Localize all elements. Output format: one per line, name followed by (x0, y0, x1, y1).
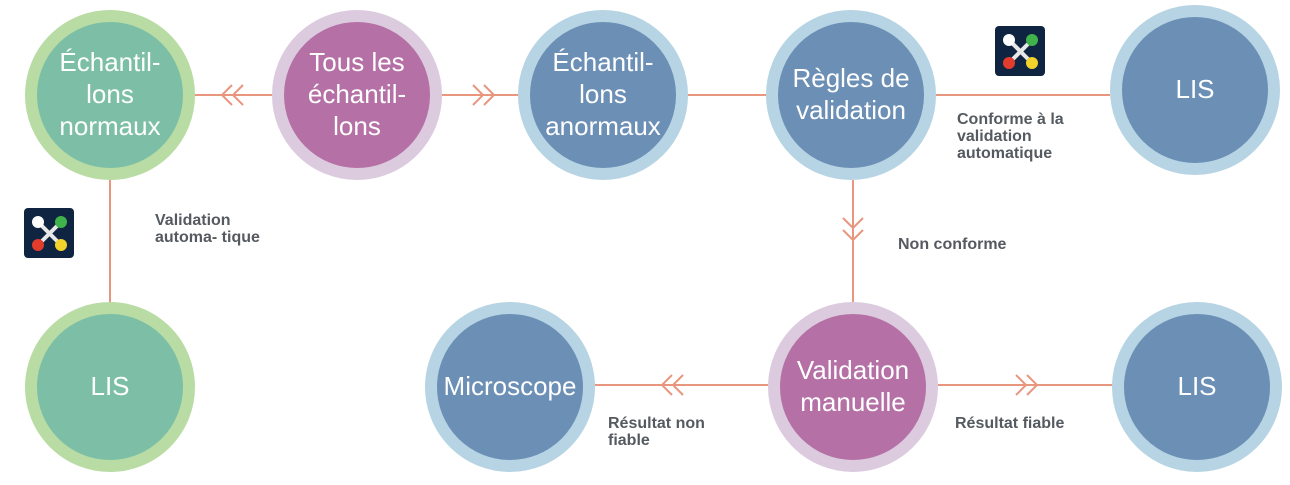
chevron-right-icon (1015, 374, 1028, 396)
label-reliable-result: Résultat fiable (955, 415, 1065, 432)
chevron-left-icon (231, 84, 244, 106)
node-label: Microscope (443, 371, 577, 402)
chevron-left-icon (660, 374, 673, 396)
chevron-down-icon (842, 217, 864, 230)
node-label: Tous les échantil- lons (307, 47, 407, 141)
chevron-left-icon (220, 84, 233, 106)
node-label: Validation manuelle (796, 355, 910, 417)
node-normal-samples: Échantil- lons normaux (25, 10, 195, 180)
node-label: LIS (1177, 371, 1217, 402)
node-microscope: Microscope (425, 302, 595, 472)
chevron-right-icon (472, 84, 485, 106)
node-validation-rules: Règles de validation (766, 10, 936, 180)
node-lis-left: LIS (25, 302, 195, 472)
label-unreliable-result: Résultat non fiable (608, 415, 705, 449)
node-label: Règles de validation (792, 63, 910, 125)
chevron-right-icon (483, 84, 496, 106)
chevron-right-icon (1026, 374, 1039, 396)
node-label: Échantil- lons anormaux (545, 47, 661, 141)
node-lis-top: LIS (1110, 5, 1280, 175)
chevron-down-icon (842, 229, 864, 242)
node-manual-validation: Validation manuelle (768, 302, 938, 472)
node-label: LIS (90, 371, 130, 402)
node-lis-bottom: LIS (1112, 302, 1282, 472)
node-abnormal-samples: Échantil- lons anormaux (518, 10, 688, 180)
label-auto-validation-compliant: Conforme à la validation automatique (957, 111, 1064, 162)
label-non-compliant: Non conforme (898, 236, 1007, 253)
node-label: Échantil- lons normaux (59, 47, 161, 141)
chevron-left-icon (671, 374, 684, 396)
node-label: LIS (1175, 74, 1215, 105)
autovalidation-software-logo-icon (24, 208, 74, 258)
autovalidation-software-logo-icon (995, 26, 1045, 76)
label-auto-validation: Validation automa- tique (155, 212, 260, 246)
node-all-samples: Tous les échantil- lons (272, 10, 442, 180)
